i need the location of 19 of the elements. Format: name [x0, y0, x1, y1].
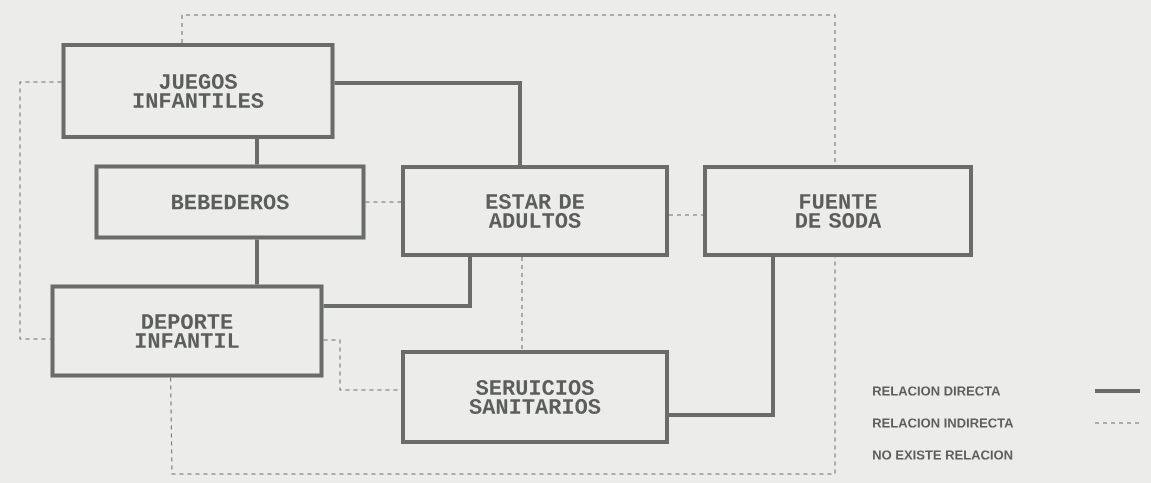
place-box: SERUICIOS SANITARIOS — [401, 350, 669, 444]
dashed-connector — [521, 256, 523, 351]
dashed-connector — [365, 201, 402, 203]
dashed-connector — [668, 214, 704, 216]
dashed-connector — [19, 81, 62, 340]
place-box: BEBEDEROS — [94, 164, 366, 240]
legend-label: NO EXISTE RELACION — [873, 450, 1013, 460]
connector-line — [334, 81, 522, 165]
legend-label: RELACION DIRECTA — [873, 386, 1001, 396]
dashed-connector — [170, 256, 836, 475]
connector-line — [669, 257, 775, 417]
place-box: FUENTE DE SODA — [703, 165, 973, 257]
place-box: JUEGOS INFANTILES — [61, 43, 335, 139]
connector-line — [255, 239, 259, 285]
legend-label: RELACION INDIRECTA — [873, 418, 1014, 428]
connector-line — [255, 139, 259, 165]
connector-line — [323, 257, 472, 308]
place-box: DEPORTE INFANTIL — [50, 284, 324, 378]
place-box: ESTAR DE ADULTOS — [401, 165, 669, 257]
